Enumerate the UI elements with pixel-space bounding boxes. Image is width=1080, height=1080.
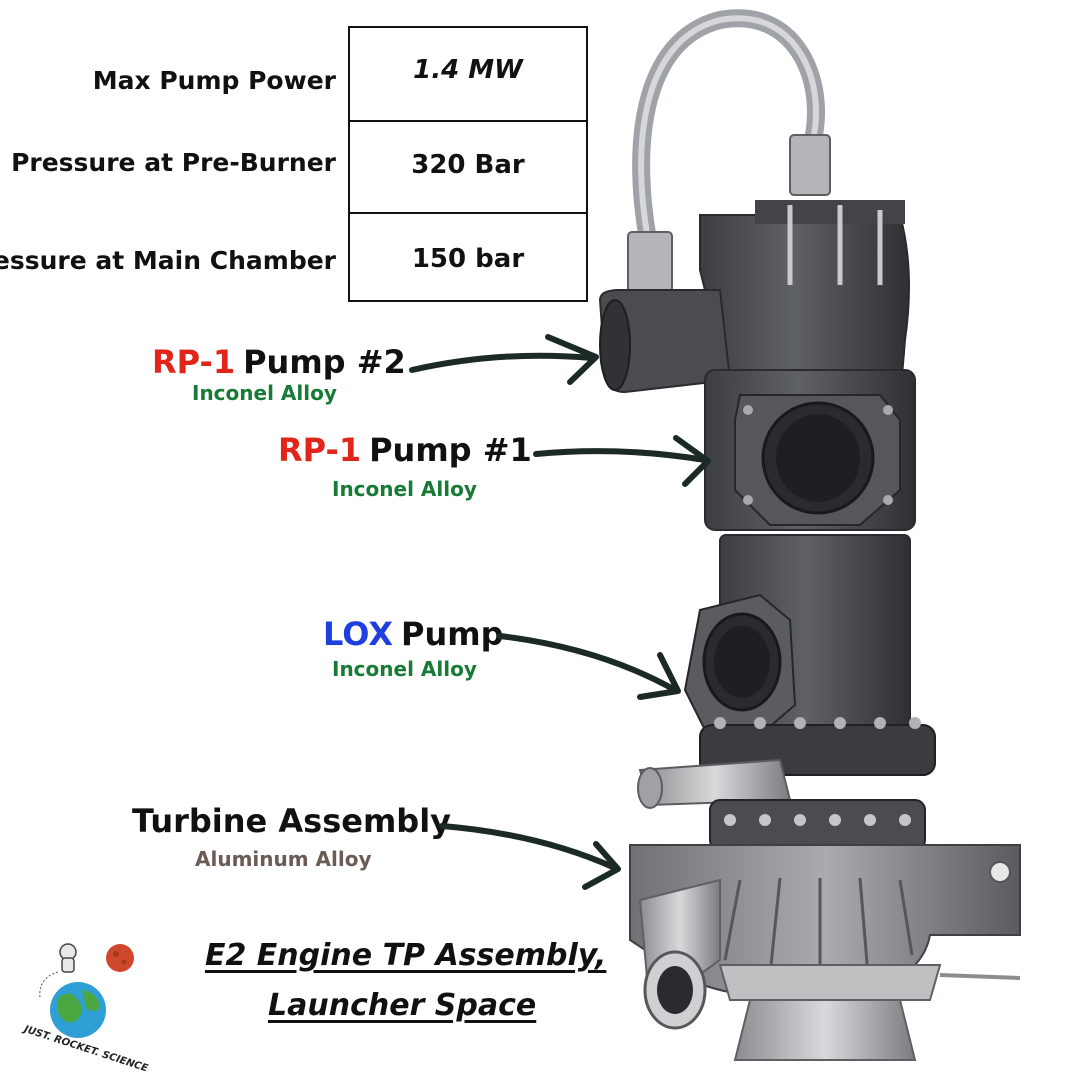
rp1-pump-2-fluid: RP-1 xyxy=(152,343,236,381)
arrow-rp1-pump-2 xyxy=(409,352,595,373)
caption-line-1: E2 Engine TP Assembly, xyxy=(205,938,607,973)
rp1-pump-2-material: Inconel Alloy xyxy=(192,381,337,405)
arrow-turbine-head xyxy=(582,841,621,890)
spec-table: 1.4 MW 320 Bar 150 bar xyxy=(348,26,588,302)
lox-pump-name: Pump xyxy=(400,615,504,653)
spec-label-main-chamber-pressure: Pressure at Main Chamber xyxy=(0,246,336,275)
spec-value-max-pump-power: 1.4 MW xyxy=(413,55,523,85)
rp1-pump-1-material: Inconel Alloy xyxy=(332,477,477,501)
caption-line-2: Launcher Space xyxy=(268,988,537,1023)
just-rocket-science-logo: JUST. ROCKET. SCIENCE xyxy=(18,938,149,1075)
spec-value-pre-burner-pressure: 320 Bar xyxy=(350,120,586,212)
rp1-pump-2-name: Pump #2 xyxy=(243,343,406,381)
spec-label-pre-burner-pressure: Pressure at Pre-Burner xyxy=(11,148,336,177)
lox-pump-material: Inconel Alloy xyxy=(332,657,477,681)
rp1-pump-1-name: Pump #1 xyxy=(369,431,532,469)
arrow-lox-pump-head xyxy=(637,652,681,700)
turbine-material: Aluminum Alloy xyxy=(195,847,372,871)
lox-pump-fluid: LOX xyxy=(323,615,393,653)
rp1-pump-1-fluid: RP-1 xyxy=(278,431,362,469)
arrow-rp1-pump-2-head xyxy=(545,334,599,385)
arrow-turbine xyxy=(439,823,618,871)
spec-value-main-chamber-pressure: 150 bar xyxy=(350,212,586,304)
turbine-title: Turbine Assembly xyxy=(132,802,452,840)
arrow-rp1-pump-1 xyxy=(533,448,708,463)
spec-label-max-pump-power: Max Pump Power xyxy=(92,66,336,95)
arrow-rp1-pump-1-head xyxy=(673,435,711,487)
arrow-lox-pump xyxy=(497,633,678,693)
logo-emblem xyxy=(39,943,134,1038)
